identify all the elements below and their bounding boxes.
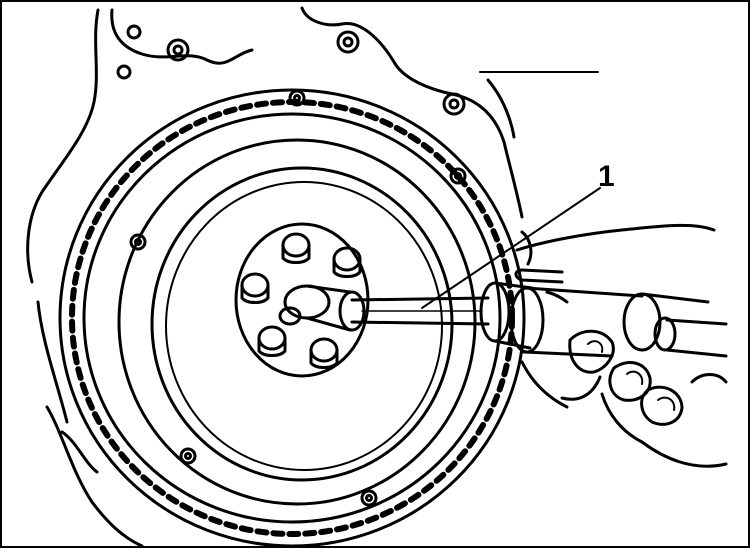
flywheel-disc: [117, 138, 477, 506]
slide-hammer: [479, 268, 728, 358]
puller-rod: [350, 296, 490, 326]
crankshaft-bolts: [240, 232, 362, 369]
hand: [515, 223, 728, 468]
engine-block: [26, 6, 599, 546]
flywheel-bolt-holes: [129, 89, 467, 507]
callout-label-1: 1: [598, 160, 615, 193]
callout-leader-line: [421, 187, 601, 309]
pilot-bearing-adapter: [278, 284, 366, 332]
ring-gear: [58, 88, 526, 546]
